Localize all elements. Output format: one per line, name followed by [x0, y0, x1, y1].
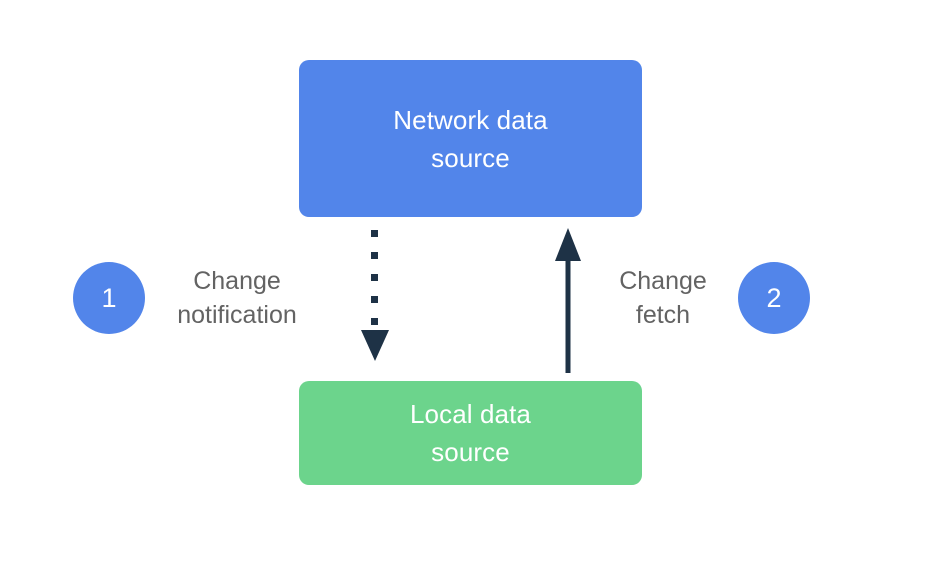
node-local-data-source-label: Local data source — [410, 399, 531, 467]
step-badge-1-number: 1 — [101, 282, 117, 313]
step-badge-2: 2 — [738, 262, 810, 334]
node-local-data-source: Local data source — [299, 381, 642, 485]
step-badge-1: 1 — [73, 262, 145, 334]
edge-label-change-notification: Change notification — [177, 267, 297, 329]
edge-label-change-fetch: Change fetch — [619, 267, 707, 329]
node-network-data-source: Network data source — [299, 60, 642, 217]
arrow-change-fetch-icon — [555, 228, 581, 373]
arrow-change-notification-icon — [361, 230, 389, 361]
step-badge-2-number: 2 — [766, 282, 782, 313]
node-network-data-source-label: Network data source — [393, 104, 548, 173]
